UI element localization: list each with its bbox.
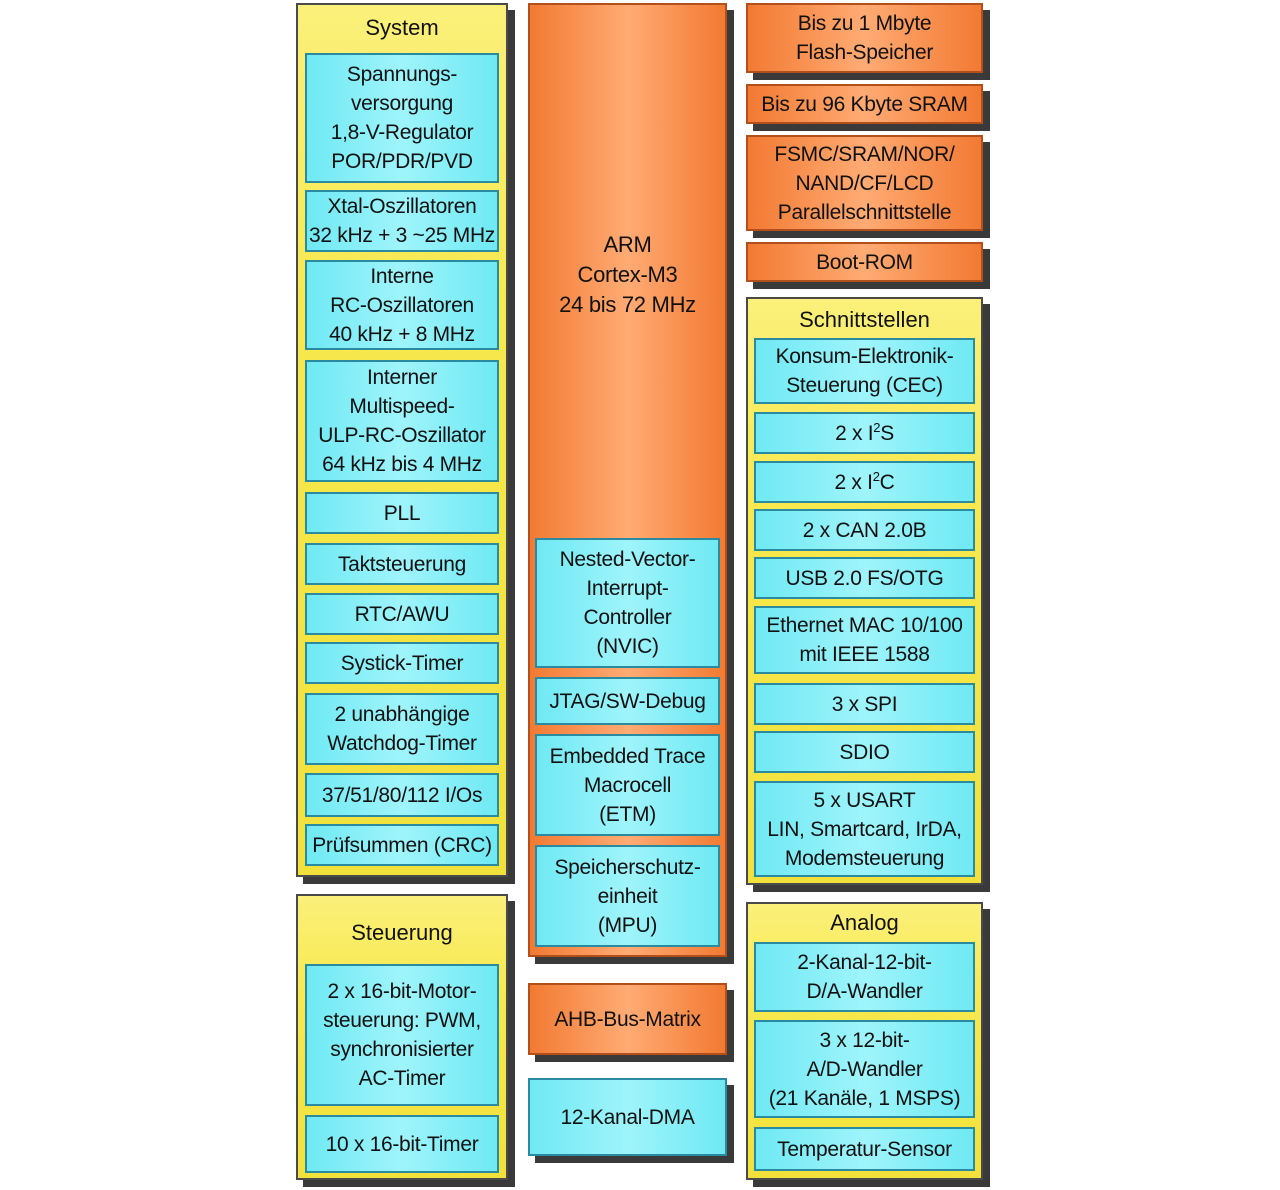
- rtc-awu-block: RTC/AWU: [305, 593, 499, 635]
- i2c-block: 2 x I2C: [754, 461, 975, 503]
- ahb-bus-matrix-block: AHB-Bus-Matrix: [528, 983, 727, 1055]
- motor-control-block: 2 x 16-bit-Motor- steuerung: PWM, synchr…: [305, 964, 499, 1106]
- system-title: System: [365, 15, 439, 40]
- ethernet-block: Ethernet MAC 10/100 mit IEEE 1588: [754, 606, 975, 674]
- pll-block: PLL: [305, 492, 499, 534]
- sdio-block: SDIO: [754, 731, 975, 773]
- analog-title: Analog: [830, 910, 899, 935]
- spi-block: 3 x SPI: [754, 683, 975, 725]
- dma-block: 12-Kanal-DMA: [528, 1078, 727, 1156]
- control-title: Steuerung: [351, 920, 453, 945]
- can-block: 2 x CAN 2.0B: [754, 509, 975, 551]
- crc-block: Prüfsummen (CRC): [305, 824, 499, 866]
- temperature-sensor-block: Temperatur-Sensor: [754, 1127, 975, 1171]
- etm-block: Embedded Trace Macrocell (ETM): [535, 734, 720, 836]
- mpu-block: Speicherschutz- einheit (MPU): [535, 845, 720, 947]
- usb-block: USB 2.0 FS/OTG: [754, 557, 975, 599]
- fsmc-block: FSMC/SRAM/NOR/ NAND/CF/LCD Parallelschni…: [746, 135, 983, 231]
- nvic-block: Nested-Vector- Interrupt- Controller (NV…: [535, 538, 720, 668]
- sram-block: Bis zu 96 Kbyte SRAM: [746, 84, 983, 124]
- jtag-debug-block: JTAG/SW-Debug: [535, 677, 720, 725]
- i2s-block: 2 x I2S: [754, 412, 975, 454]
- timer-block: 10 x 16-bit-Timer: [305, 1115, 499, 1173]
- xtal-oscillators-block: Xtal-Oszillatoren 32 kHz + 3 ~25 MHz: [305, 190, 499, 252]
- power-supply-block: Spannungs- versorgung 1,8-V-Regulator PO…: [305, 53, 499, 183]
- io-block: 37/51/80/112 I/Os: [305, 773, 499, 817]
- boot-rom-block: Boot-ROM: [746, 242, 983, 282]
- dac-block: 2-Kanal-12-bit- D/A-Wandler: [754, 942, 975, 1012]
- systick-timer-block: Systick-Timer: [305, 642, 499, 684]
- rc-oscillators-block: Interne RC-Oszillatoren 40 kHz + 8 MHz: [305, 260, 499, 350]
- usart-block: 5 x USART LIN, Smartcard, IrDA, Modemste…: [754, 781, 975, 877]
- adc-block: 3 x 12-bit- A/D-Wandler (21 Kanäle, 1 MS…: [754, 1020, 975, 1118]
- clock-control-block: Taktsteuerung: [305, 543, 499, 585]
- interfaces-title: Schnittstellen: [799, 307, 930, 332]
- multispeed-oscillator-block: Interner Multispeed- ULP-RC-Oszillator 6…: [305, 360, 499, 482]
- cec-block: Konsum-Elektronik- Steuerung (CEC): [754, 338, 975, 404]
- watchdog-timer-block: 2 unabhängige Watchdog-Timer: [305, 693, 499, 765]
- flash-memory-block: Bis zu 1 Mbyte Flash-Speicher: [746, 3, 983, 73]
